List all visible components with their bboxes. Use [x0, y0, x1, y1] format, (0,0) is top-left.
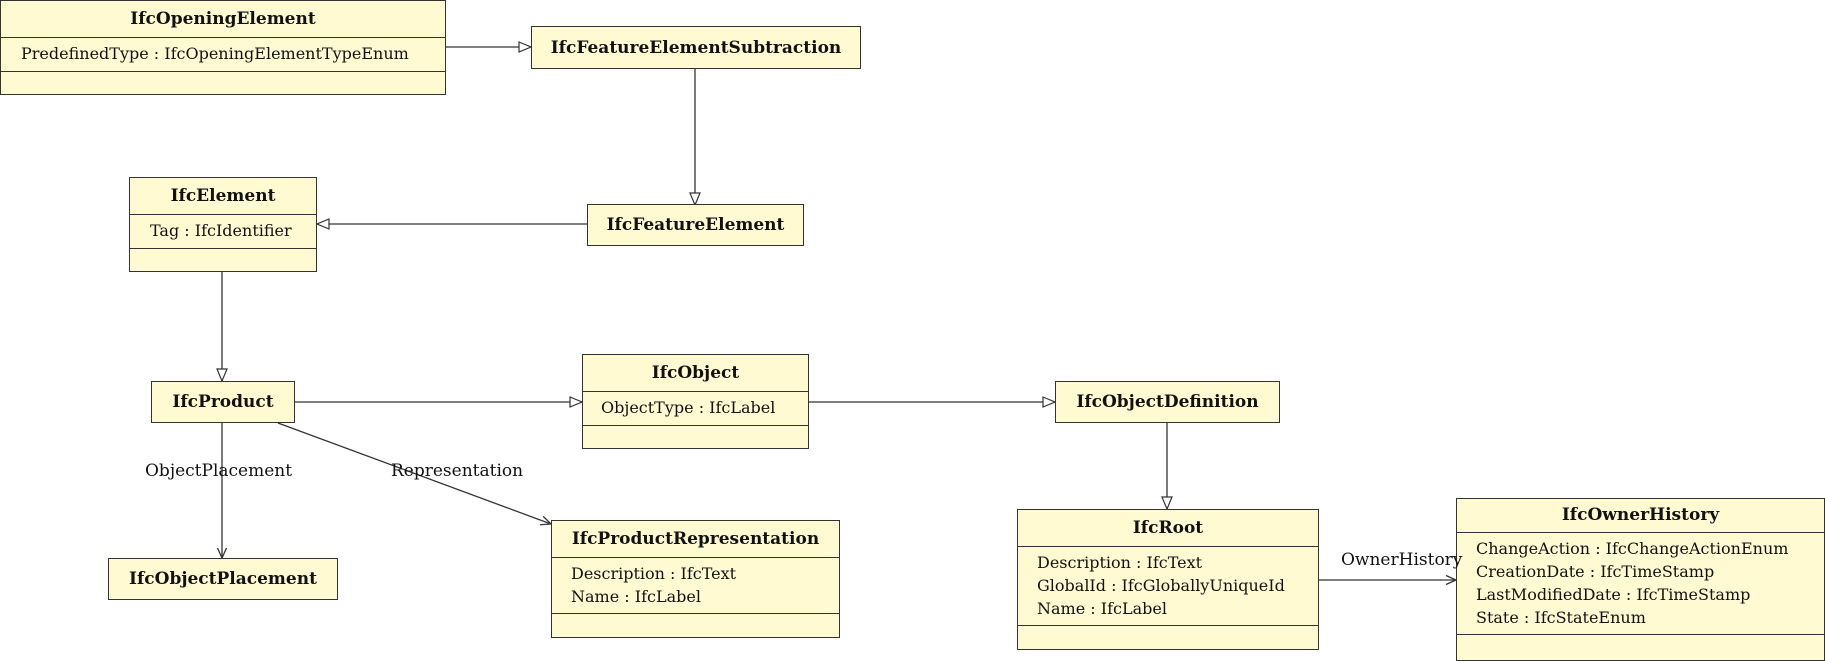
edge-label-ownerhistory: OwnerHistory — [1341, 550, 1463, 570]
class-name: IfcOwnerHistory — [1561, 505, 1720, 525]
class-operations — [1457, 634, 1824, 653]
class-name: IfcObject — [651, 363, 740, 383]
class-operations — [1018, 625, 1318, 644]
class-ifc-feature-element-subtraction: IfcFeatureElementSubtraction — [531, 26, 861, 69]
association-representation — [277, 422, 551, 524]
edge-label-representation: Representation — [391, 461, 524, 481]
class-operations — [130, 248, 316, 267]
attribute: Description : IfcText — [571, 564, 737, 583]
class-ifc-owner-history: IfcOwnerHistory ChangeAction : IfcChange… — [1456, 498, 1825, 661]
class-name: IfcElement — [170, 186, 276, 206]
class-name: IfcObjectPlacement — [129, 569, 317, 589]
class-operations — [1, 71, 445, 90]
class-name: IfcProductRepresentation — [571, 529, 820, 549]
class-attributes: Description : IfcText Name : IfcLabel — [552, 557, 839, 613]
attribute: ObjectType : IfcLabel — [601, 398, 776, 417]
class-operations — [583, 425, 808, 444]
class-ifc-object-definition: IfcObjectDefinition — [1055, 381, 1280, 423]
class-name: IfcObjectDefinition — [1076, 392, 1259, 412]
class-ifc-product-representation: IfcProductRepresentation Description : I… — [551, 520, 840, 638]
class-ifc-feature-element: IfcFeatureElement — [587, 204, 804, 246]
edge-label-objectplacement: ObjectPlacement — [145, 461, 293, 481]
class-attributes: PredefinedType : IfcOpeningElementTypeEn… — [1, 37, 445, 71]
class-name: IfcProduct — [172, 392, 274, 412]
attribute: GlobalId : IfcGloballyUniqueId — [1037, 576, 1285, 595]
attribute: ChangeAction : IfcChangeActionEnum — [1476, 539, 1789, 558]
class-name: IfcOpeningElement — [130, 9, 316, 29]
class-name: IfcFeatureElementSubtraction — [550, 37, 842, 58]
attribute: Description : IfcText — [1037, 553, 1203, 572]
attribute: Name : IfcLabel — [1037, 599, 1167, 618]
class-name: IfcRoot — [1132, 518, 1204, 538]
class-ifc-element: IfcElement Tag : IfcIdentifier — [129, 177, 317, 272]
attribute: CreationDate : IfcTimeStamp — [1476, 562, 1715, 581]
class-ifc-object-placement: IfcObjectPlacement — [108, 558, 338, 600]
class-attributes: Tag : IfcIdentifier — [130, 214, 316, 248]
attribute: PredefinedType : IfcOpeningElementTypeEn… — [21, 44, 409, 63]
attribute: State : IfcStateEnum — [1476, 608, 1646, 627]
class-ifc-root: IfcRoot Description : IfcText GlobalId :… — [1017, 509, 1319, 650]
attribute: LastModifiedDate : IfcTimeStamp — [1476, 585, 1751, 604]
class-ifc-product: IfcProduct — [151, 381, 295, 423]
class-attributes: Description : IfcText GlobalId : IfcGlob… — [1018, 546, 1318, 625]
class-attributes: ChangeAction : IfcChangeActionEnum Creat… — [1457, 532, 1824, 634]
class-name: IfcFeatureElement — [606, 215, 785, 235]
class-attributes: ObjectType : IfcLabel — [583, 391, 808, 425]
attribute: Tag : IfcIdentifier — [150, 221, 292, 240]
class-ifc-opening-element: IfcOpeningElement PredefinedType : IfcOp… — [0, 0, 446, 95]
class-ifc-object: IfcObject ObjectType : IfcLabel — [582, 354, 809, 449]
attribute: Name : IfcLabel — [571, 587, 701, 606]
class-operations — [552, 613, 839, 632]
